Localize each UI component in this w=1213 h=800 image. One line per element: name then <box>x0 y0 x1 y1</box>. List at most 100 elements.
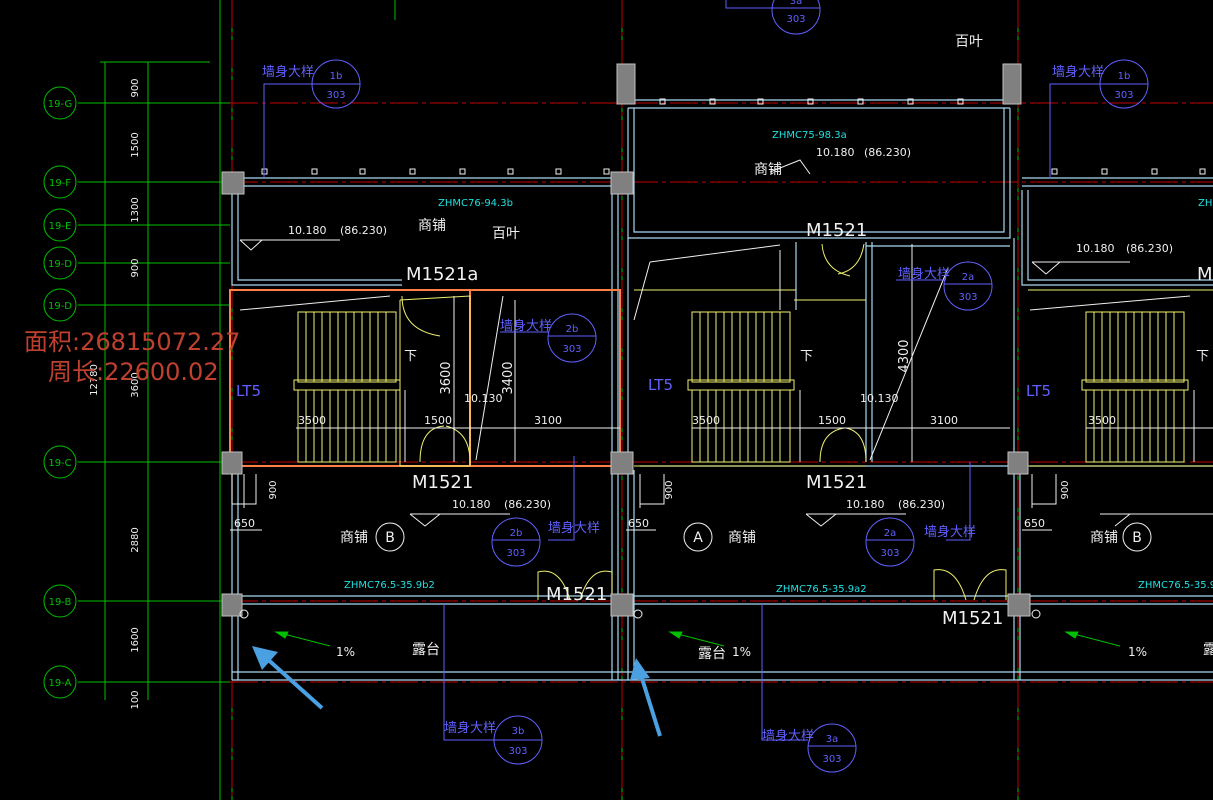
column <box>221 171 245 195</box>
callout-page-text: 303 <box>326 90 345 101</box>
measurement-overlay: 面积:26815072.27 周长:22600.02 <box>24 328 240 386</box>
stair-treads <box>699 312 781 462</box>
axis-bubble-19e: 19-E <box>43 208 77 242</box>
axis-bubbles: 19-G 19-F 19-E 19-D 19-D 19-C 19-B 19-A <box>43 86 77 699</box>
door-swing <box>837 243 865 275</box>
door-swing <box>933 569 967 601</box>
dim-text: 3500 <box>1088 414 1116 427</box>
callout-page-text: 303 <box>506 548 525 559</box>
window-code: ZHMC76-94.3b <box>438 198 513 209</box>
dim-text: 3500 <box>298 414 326 427</box>
door-swing <box>401 295 441 337</box>
stair-treads <box>1093 312 1175 462</box>
axis-bubble-19b: 19-B <box>43 584 77 618</box>
axis-label: 19-D <box>48 259 72 270</box>
callout-c-1b-right: 1b 303 <box>1099 59 1149 109</box>
dim-text: 4300 <box>897 339 912 372</box>
room-label-shop: 商铺 <box>1090 530 1118 546</box>
dim-text: 3100 <box>930 414 958 427</box>
callout-page-text: 303 <box>822 754 841 765</box>
callout-top-text: 2b <box>510 528 523 539</box>
area-readout: 面积:26815072.27 <box>24 328 240 356</box>
dim-seg: 1300 <box>130 197 141 222</box>
window-code: ZHMC76.5-35.9b2 <box>344 580 435 591</box>
stairs <box>293 289 1213 467</box>
axis-label: 19-C <box>48 458 71 469</box>
dim-seg: 1600 <box>130 627 141 652</box>
stair-flight <box>297 311 397 383</box>
door-swing <box>579 570 613 601</box>
elevation-markers <box>239 159 1213 527</box>
room-label-shop: 商铺 <box>754 162 782 178</box>
stair-landing <box>687 379 795 391</box>
callout-c-2b-upper: 2b 303 <box>547 313 597 363</box>
window-code: ZHMC76.5-35.9b2 <box>1138 580 1213 591</box>
dim-text: 900 <box>1060 480 1071 499</box>
dim-text: 3600 <box>439 361 454 394</box>
axis-bubble-19f: 19-F <box>43 165 77 199</box>
dim-text: 3400 <box>501 361 516 394</box>
stair-label: LT5 <box>648 376 673 394</box>
wall-detail-label: 墙身大样 <box>1052 64 1104 80</box>
stair-treads <box>305 312 387 462</box>
axis-label: 19-B <box>49 597 72 608</box>
door-label: M1521 <box>546 584 607 605</box>
wall-detail-label: 墙身大样 <box>924 524 976 540</box>
stair-landing <box>1081 379 1189 391</box>
doors <box>401 243 1007 601</box>
callout-page-text: 303 <box>1114 90 1133 101</box>
door-swing <box>973 569 1007 601</box>
louver-posts <box>261 98 1206 175</box>
terrace-label: 露台 <box>412 642 440 658</box>
column <box>221 593 243 617</box>
dimension-lines <box>230 244 1213 531</box>
dim-text: 3500 <box>692 414 720 427</box>
callout-page-text: 303 <box>508 746 527 757</box>
axis-bubble-19c: 19-C <box>43 445 77 479</box>
stair-flight <box>1085 311 1185 383</box>
unit-letter: B <box>1132 530 1142 546</box>
stair-down-label: 下 <box>404 349 417 364</box>
elevation-value: 10.180 <box>1076 242 1115 255</box>
callout-c-2a-lower: 2a 303 <box>865 517 915 567</box>
perimeter-readout: 周长:22600.02 <box>48 358 219 386</box>
left-dimensions: 12780 900 1500 1300 900 3600 2880 1600 1… <box>89 78 141 709</box>
elevation-abs: (86.230) <box>898 498 945 511</box>
window-code: ZHMC76.5-35.9a2 <box>776 584 867 595</box>
callout-page-text: 303 <box>958 292 977 303</box>
callout-top-text: 3a <box>790 0 803 7</box>
axis-label: 19-E <box>49 221 72 232</box>
slope-label: 1% <box>732 645 751 659</box>
callout-top-text: 3b <box>512 726 525 737</box>
room-label-shop: 商铺 <box>418 218 446 234</box>
door-swing <box>445 425 471 463</box>
axis-label: 19-D <box>48 301 72 312</box>
dim-seg: 2880 <box>130 527 141 552</box>
callout-top-text: 1b <box>1118 71 1131 82</box>
wall-detail-label: 墙身大样 <box>898 266 950 282</box>
elevation-abs: (86.230) <box>864 146 911 159</box>
dim-seg: 3600 <box>130 372 141 397</box>
dim-text: 900 <box>664 480 675 499</box>
wall-detail-label: 墙身大样 <box>444 720 496 736</box>
stair-flight <box>691 311 791 383</box>
callout-c-3a: 3a 303 <box>807 723 857 773</box>
column <box>610 593 634 617</box>
callout-c-2b-lower: 2b 303 <box>491 517 541 567</box>
callout-top-text: 3a <box>826 734 839 745</box>
wall-detail-label: 墙身大样 <box>762 728 814 744</box>
door-label: M1521 <box>412 472 473 493</box>
dim-seg: 900 <box>130 78 141 97</box>
slope-label: 1% <box>336 645 355 659</box>
terrace-label: 露台 <box>698 646 726 662</box>
dim-total: 12780 <box>89 364 100 396</box>
dim-seg: 100 <box>130 690 141 709</box>
stair-label: LT5 <box>236 382 261 400</box>
callout-top-text: 2b <box>566 324 579 335</box>
axis-bubble-19d: 19-D <box>43 288 77 322</box>
callout-circles: 3a 303 1b 303 1b 303 2b 303 2a 303 2b 30… <box>311 0 1149 773</box>
walls <box>231 99 1213 681</box>
elevation-abs: (86.230) <box>340 224 387 237</box>
window-code-cut: ZHM <box>1198 198 1213 209</box>
